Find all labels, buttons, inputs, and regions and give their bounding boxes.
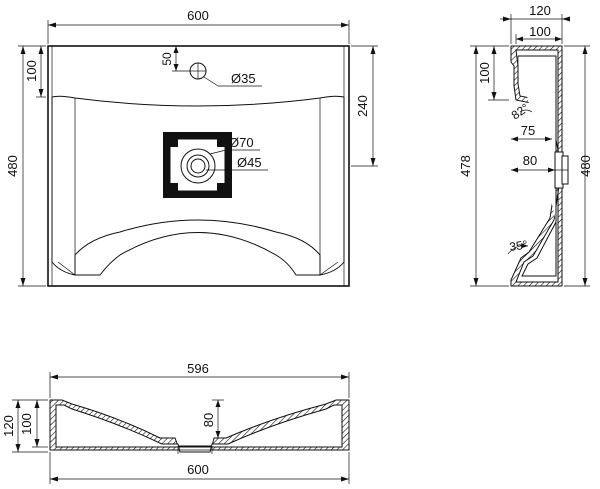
side-angle-bottom-label: 35°	[508, 238, 528, 254]
side-outer-height-label: 480	[578, 155, 593, 177]
side-drain-offset-upper-label: 75	[521, 123, 535, 138]
section-view: 596 120 100 80 600	[1, 361, 350, 484]
hole-diameter-label: Ø35	[231, 71, 256, 86]
basin-depth-label: 240	[355, 95, 370, 117]
drain-outer-label: Ø70	[229, 135, 254, 150]
drain-inner	[186, 154, 210, 178]
side-top-band-label: 100	[477, 62, 492, 84]
side-view: 120 100 478 100 480 82° 75	[458, 3, 593, 287]
basin-outline	[47, 45, 350, 287]
side-angle-top-label: 82°	[509, 100, 532, 122]
drain-inner-label: Ø45	[237, 155, 262, 170]
bowl-edge	[51, 95, 345, 107]
drain-outer	[180, 148, 216, 184]
side-inner-depth-label: 100	[529, 24, 551, 39]
top-width-label: 600	[187, 8, 209, 23]
section-outer-height-label: 120	[1, 415, 16, 437]
side-total-depth-label: 120	[529, 3, 551, 18]
front-arch	[75, 232, 320, 276]
top-view: 600 480 100 50 Ø35 240 Ø70	[5, 8, 378, 287]
section-inner-width-label: 596	[187, 361, 209, 376]
side-drain-offset-lower-label: 80	[523, 153, 537, 168]
hole-offset-label: 50	[160, 52, 174, 66]
section-drain-depth-label: 80	[201, 413, 216, 427]
top-offset-label: 100	[24, 60, 39, 82]
side-inner-height-label: 478	[458, 155, 473, 177]
top-height-label: 480	[5, 155, 20, 177]
section-outer-width-label: 600	[187, 462, 209, 477]
section-inner-height-label: 100	[19, 413, 34, 435]
